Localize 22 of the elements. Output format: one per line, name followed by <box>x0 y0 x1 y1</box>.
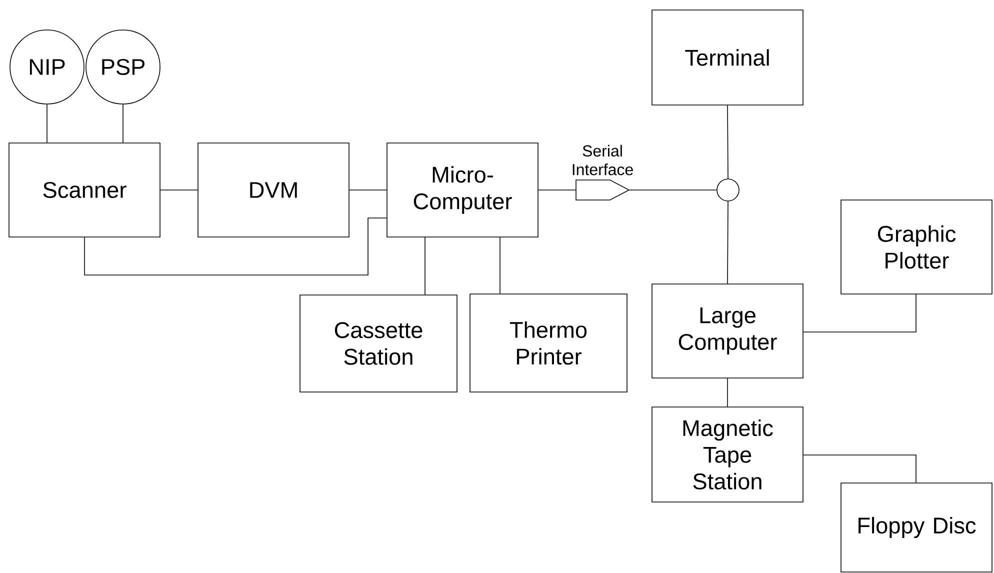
device-box: Scanner <box>8 142 160 238</box>
connector-line <box>727 105 728 179</box>
connector-line <box>803 454 916 483</box>
connector-line <box>727 201 728 284</box>
device-box: Micro- Computer <box>386 142 538 238</box>
device-box: DVM <box>198 142 350 238</box>
connector-line <box>122 104 124 143</box>
node-label: Serial Interface <box>572 144 633 176</box>
connector-line <box>46 104 48 143</box>
device-box: Large Computer <box>652 284 804 378</box>
connector-line <box>803 294 916 332</box>
device-box: Terminal <box>652 10 804 106</box>
connector-line <box>84 218 387 276</box>
device-box: Thermo Printer <box>470 294 628 392</box>
device-box: Magnetic Tape Station <box>652 406 804 502</box>
serial-interface-connector: Serial Interface <box>572 144 633 200</box>
device-box: Cassette Station <box>300 294 458 392</box>
junction-circle <box>716 178 740 202</box>
device-box: Graphic Plotter <box>840 200 992 294</box>
device-box: Floppy Disc <box>840 482 992 572</box>
connector-line <box>424 237 426 295</box>
connector-line <box>727 378 728 407</box>
